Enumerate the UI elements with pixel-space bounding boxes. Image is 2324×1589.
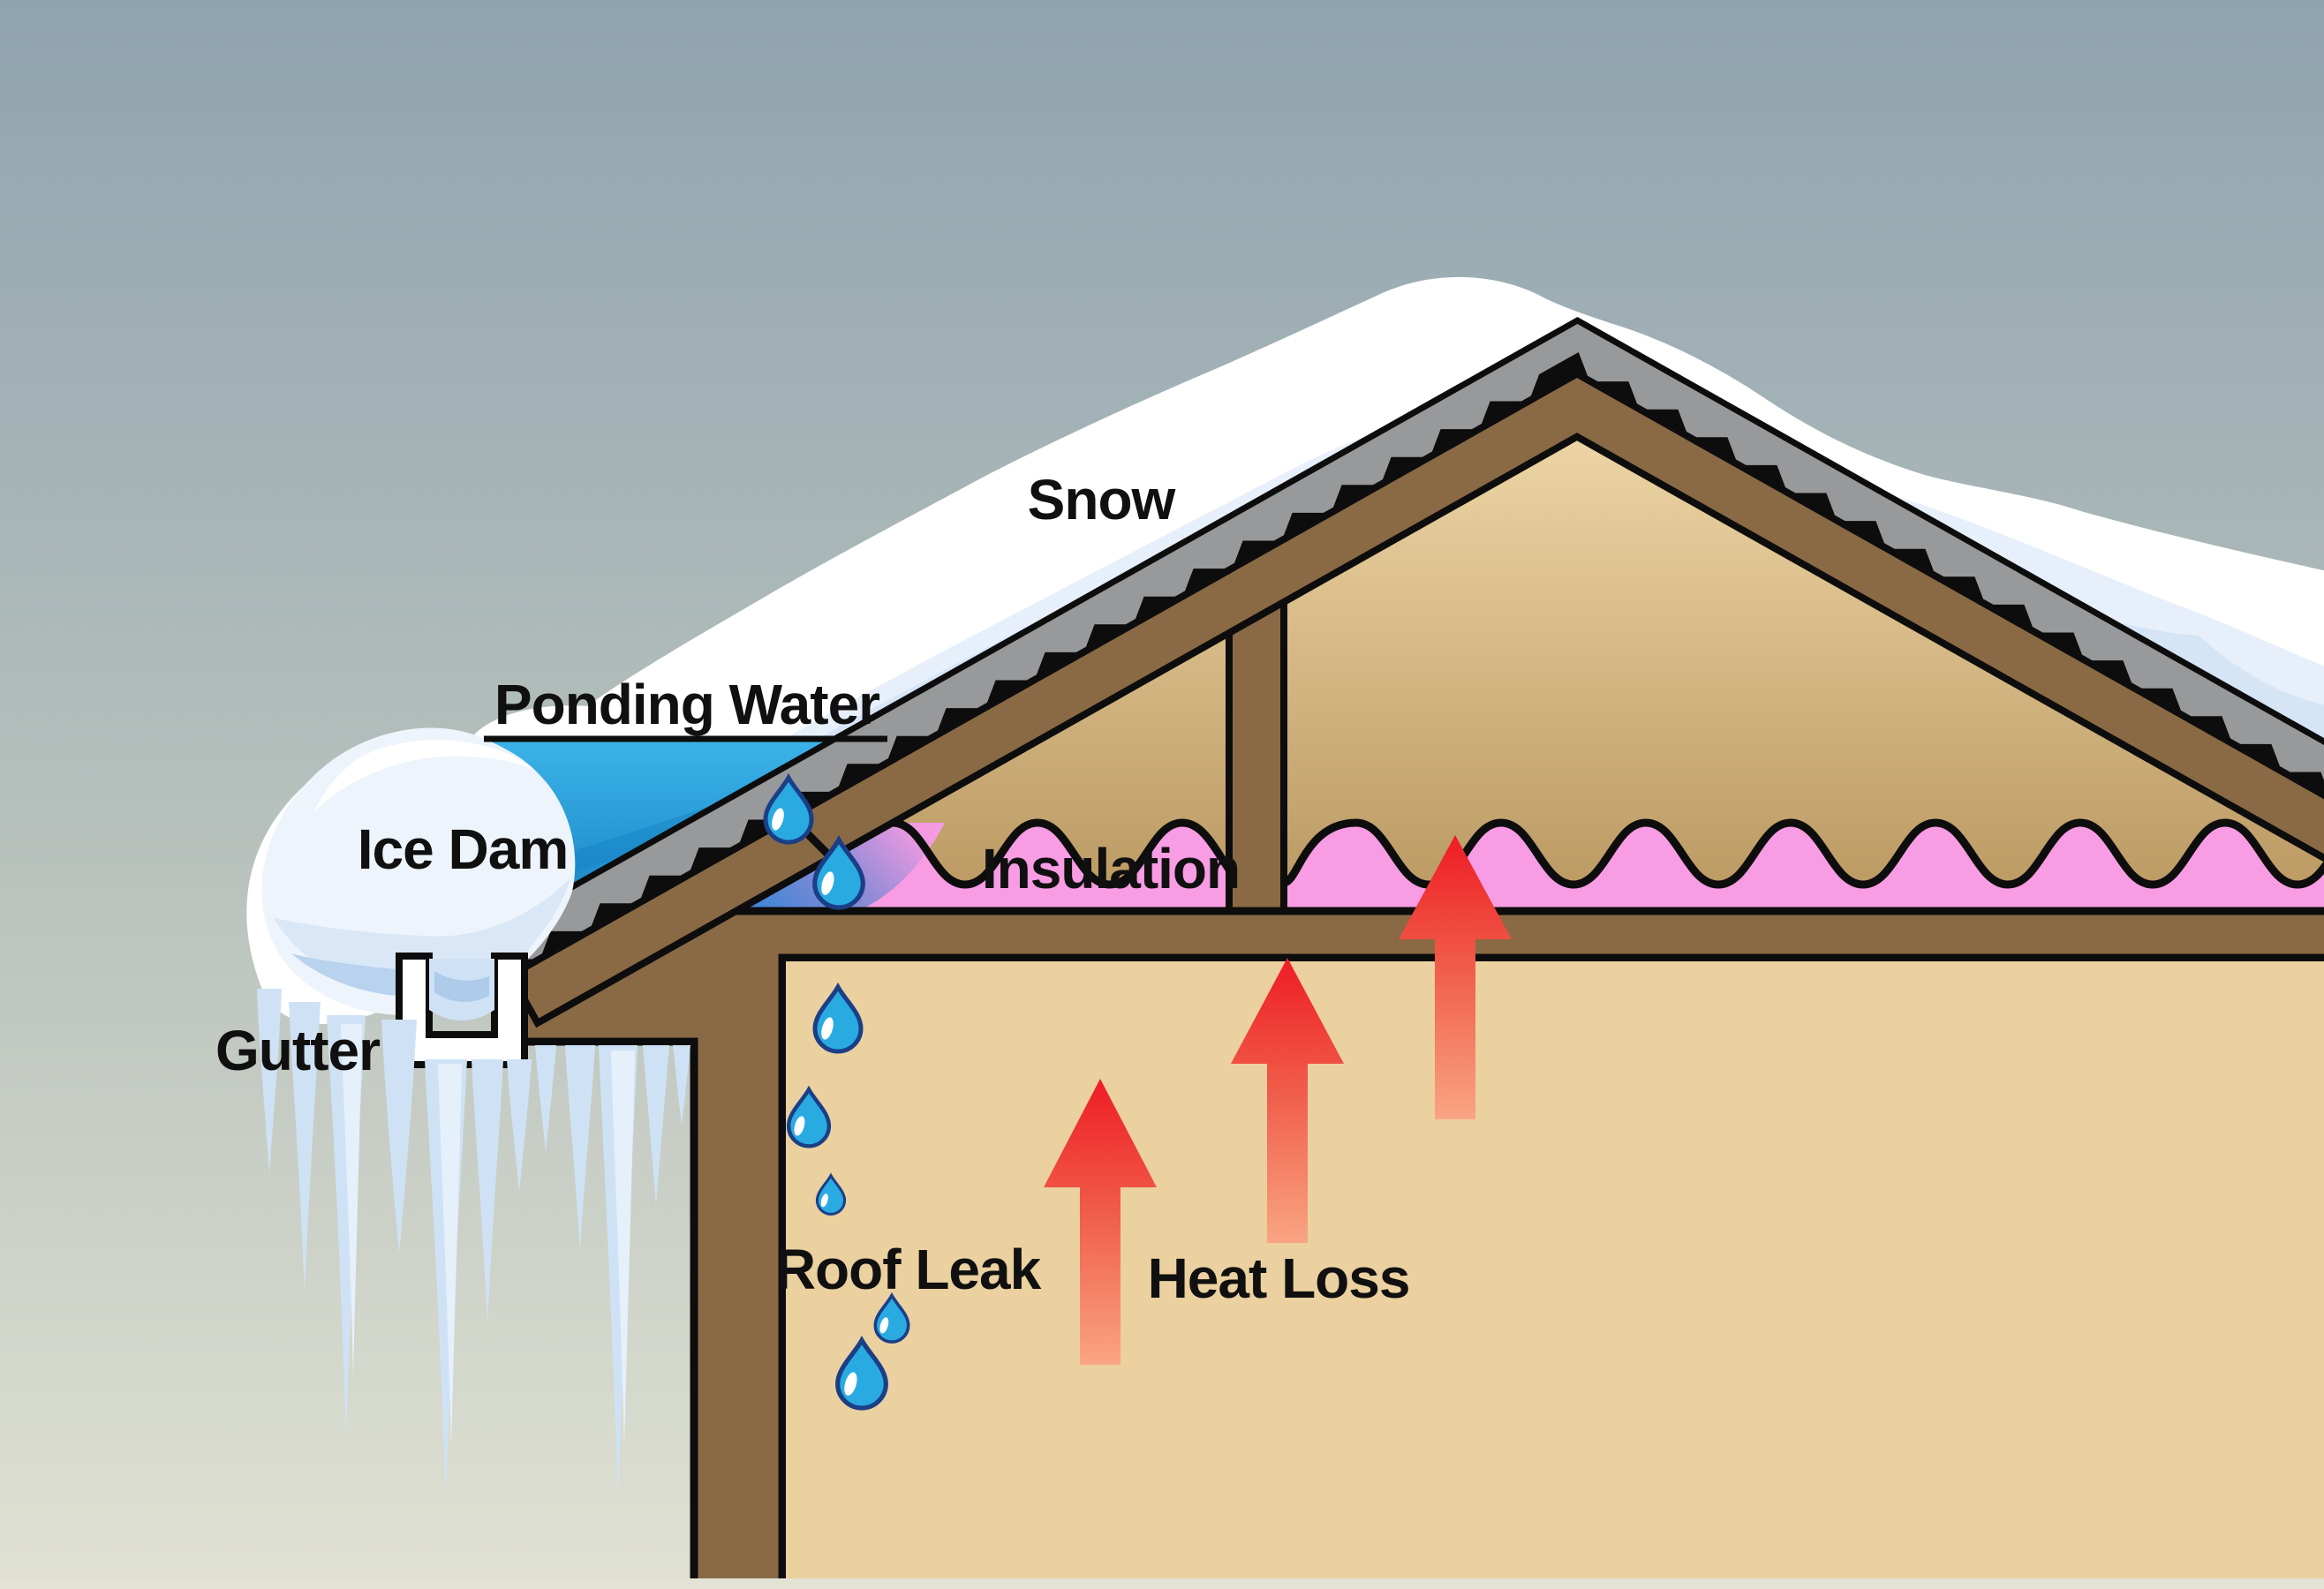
roof-shingles (483, 316, 2324, 966)
label-heat-loss: Heat Loss (1148, 1246, 1410, 1310)
heat-arrow-right (1399, 835, 1512, 1119)
ceiling-joist-and-wall (512, 907, 2324, 1589)
label-snow: Snow (1028, 468, 1176, 531)
insulation-batts (738, 818, 2324, 918)
gutter-ice-shadow (434, 971, 489, 1003)
bottom-edge-strip (0, 1578, 2324, 1589)
label-ponding-water: Ponding Water (494, 673, 879, 736)
label-ice-dam: Ice Dam (358, 817, 568, 881)
heat-arrow-icon (1044, 835, 1512, 1365)
label-insulation: Insulation (982, 837, 1240, 900)
attic-interior (716, 437, 2324, 923)
label-roof-leak: Roof Leak (775, 1238, 1042, 1301)
roof-rafter (505, 369, 2324, 1028)
roof-assembly (483, 316, 2324, 1028)
interior-wall (786, 961, 2324, 1578)
label-gutter: Gutter (215, 1019, 380, 1082)
heat-arrow-left (1044, 1079, 1157, 1365)
heat-arrow-middle (1231, 958, 1344, 1243)
icicle-highlights (341, 1024, 635, 1448)
